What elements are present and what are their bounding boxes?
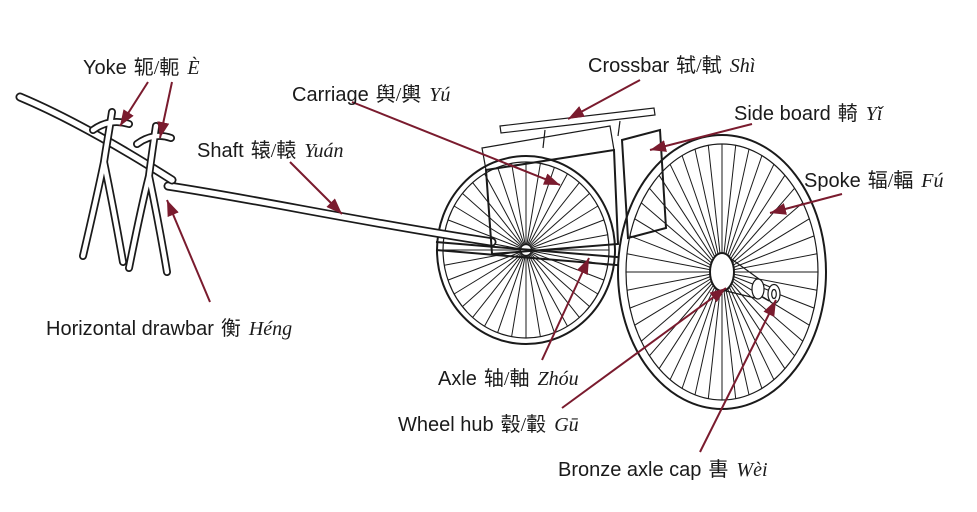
arrow-horizontal-drawbar <box>166 199 211 303</box>
crossbar-rail <box>499 107 656 149</box>
carriage-front-panel <box>484 148 620 256</box>
arrow-yoke-1 <box>119 81 149 127</box>
left-wheel-spokes <box>443 162 609 338</box>
arrow-bronze-axle-cap <box>699 299 777 453</box>
arrow-shaft <box>289 161 343 215</box>
wheel-hub <box>709 252 765 300</box>
side-board-panel <box>620 128 668 240</box>
arrow-crossbar <box>567 79 641 120</box>
arrow-axle <box>541 257 590 361</box>
axle-rod <box>435 241 653 269</box>
shaft-rod <box>163 181 497 247</box>
arrow-wheel-hub <box>561 287 727 409</box>
drawbar-rod <box>15 92 177 185</box>
annotation-arrows <box>119 79 843 453</box>
arrow-side-board <box>649 123 753 152</box>
carriage-body <box>481 107 668 256</box>
arrow-yoke-2 <box>157 81 173 139</box>
arrow-spoke <box>769 193 843 215</box>
yoke-forks <box>79 108 175 276</box>
right-wheel <box>617 134 827 410</box>
arrow-carriage <box>351 101 561 186</box>
